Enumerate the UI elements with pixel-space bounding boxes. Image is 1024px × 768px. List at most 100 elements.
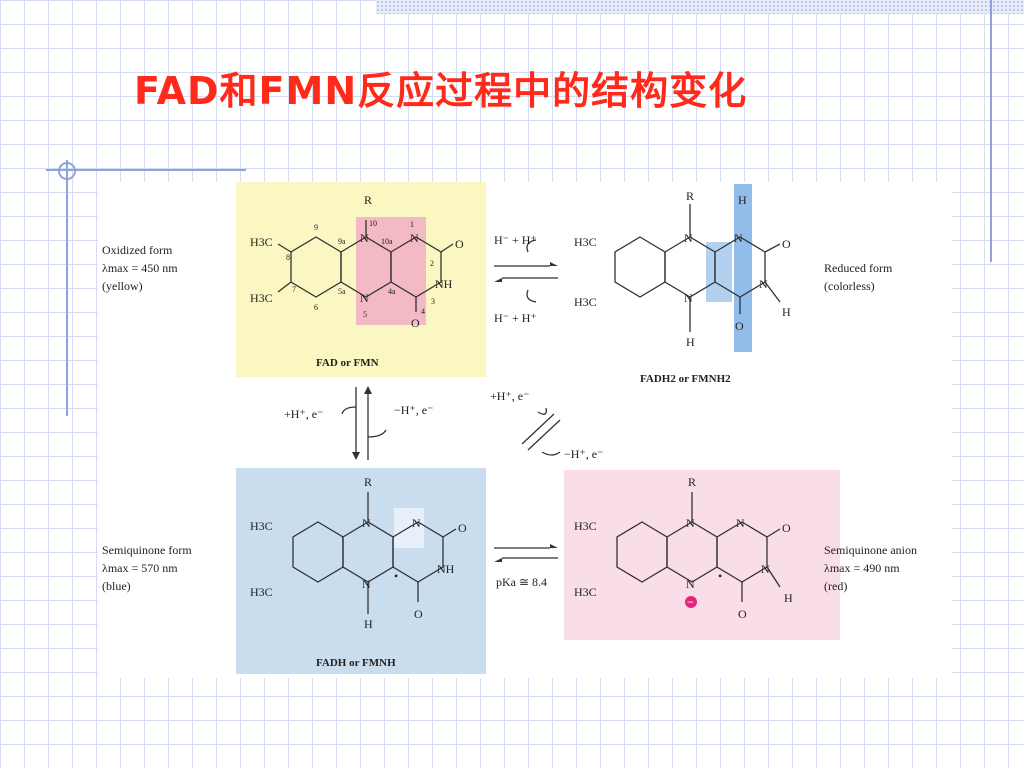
ring-number-5a: 5a: [338, 287, 346, 296]
reduced-ring-highlight: [706, 242, 732, 302]
flavin-redox-figure: R N N O NH O N H3C H3C 10 1 2 3 4 4a 5 5…: [98, 182, 952, 678]
ring-number-1: 1: [410, 220, 414, 229]
semiquinone-o4: O: [414, 607, 423, 621]
oxidized-n5: N: [360, 291, 369, 305]
oxidized-label-lambda: λmax = 450 nm: [102, 261, 178, 275]
semiquinone-label-title: Semiquinone form: [102, 543, 192, 557]
oxidized-label-color: (yellow): [102, 279, 143, 293]
reduced-caption: FADH2 or FMNH2: [640, 373, 731, 385]
diag-upper-label: +H⁺, e⁻: [490, 389, 529, 403]
oxidized-flavin-structure: R N N O NH O N H3C H3C 10 1 2 3 4 4a 5 5…: [250, 193, 464, 330]
right-decorative-rule: [990, 0, 992, 262]
ring-number-5: 5: [363, 310, 367, 319]
reduced-nh-highlight-vertical: [734, 184, 752, 352]
semiquinone-o2: O: [458, 521, 467, 535]
reduced-label-color: (colorless): [824, 279, 875, 293]
reduced-h3: H: [782, 305, 791, 319]
ring-number-8: 8: [286, 253, 290, 262]
reduced-r: R: [686, 189, 694, 203]
anion-label-lambda: λmax = 490 nm: [824, 561, 900, 575]
semiquinone-r: R: [364, 475, 372, 489]
ring-number-4a: 4a: [388, 287, 396, 296]
semiquinone-methyl-7: H3C: [250, 585, 273, 599]
ox-semi-left-label: +H⁺, e⁻: [284, 407, 323, 421]
reduced-h1: H: [738, 193, 747, 207]
ox-red-reverse-label: H⁻ + H⁺: [494, 311, 537, 325]
reduced-n5: N: [684, 291, 693, 305]
semiquinone-radical: •: [394, 569, 398, 583]
flavin-diagram: R N N O NH O N H3C H3C 10 1 2 3 4 4a 5 5…: [102, 182, 917, 674]
oxidized-n1: N: [410, 231, 419, 245]
left-decorative-circle: [58, 162, 76, 180]
oxidized-r: R: [364, 193, 372, 207]
reduced-o4: O: [735, 319, 744, 333]
anion-o2: O: [782, 521, 791, 535]
semiquinone-panel: [236, 468, 486, 674]
reduced-h5: H: [686, 335, 695, 349]
oxidized-semiquinone-arrows: [341, 386, 387, 460]
oxidized-methyl-7: H3C: [250, 291, 273, 305]
anion-label-color: (red): [824, 579, 847, 593]
ring-number-7: 7: [292, 285, 296, 294]
anion-n1: N: [736, 516, 745, 530]
ox-semi-right-label: −H⁺, e⁻: [394, 403, 433, 417]
semiquinone-caption: FADH or FMNH: [316, 657, 396, 669]
ring-number-4: 4: [421, 307, 425, 316]
anion-radical: •: [718, 569, 722, 583]
left-decorative-rule: [66, 160, 68, 416]
reduced-anion-diagonal-arrows: [521, 407, 561, 456]
title-bar-decoration: [376, 0, 1024, 14]
oxidized-label-title: Oxidized form: [102, 243, 173, 257]
reduced-n3: N: [759, 277, 768, 291]
left-decorative-rule-horizontal: [46, 169, 246, 171]
ring-number-9: 9: [314, 223, 318, 232]
anion-n3: N: [761, 562, 770, 576]
ring-number-9a: 9a: [338, 237, 346, 246]
reduced-flavin-structure: R N H N O N H O N H H3C H3C: [574, 189, 791, 349]
anion-methyl-7: H3C: [574, 585, 597, 599]
semiquinone-flavin-structure: R N N O NH O N H • H3C H3C: [250, 475, 467, 631]
reduced-methyl-7: H3C: [574, 295, 597, 309]
ring-number-3: 3: [431, 297, 435, 306]
anion-r: R: [688, 475, 696, 489]
anion-methyl-8: H3C: [574, 519, 597, 533]
ring-number-6: 6: [314, 303, 318, 312]
ox-red-forward-label: H⁻ + H⁺: [494, 233, 537, 247]
semi-anion-pka-label: pKa ≅ 8.4: [496, 575, 547, 589]
ring-number-2: 2: [430, 259, 434, 268]
semiquinone-methyl-8: H3C: [250, 519, 273, 533]
oxidized-o2: O: [455, 237, 464, 251]
reduced-methyl-8: H3C: [574, 235, 597, 249]
semiquinone-label-lambda: λmax = 570 nm: [102, 561, 178, 575]
oxidized-o4: O: [411, 316, 420, 330]
anion-o4: O: [738, 607, 747, 621]
anion-negative-charge-badge: [685, 596, 697, 608]
semiquinone-n3h: NH: [437, 562, 455, 576]
reduced-o2: O: [782, 237, 791, 251]
semiquinone-anion-arrows: [494, 544, 558, 562]
semiquinone-n5: N: [362, 577, 371, 591]
anion-panel: [564, 470, 840, 640]
semiquinone-label-color: (blue): [102, 579, 131, 593]
semiquinone-h5: H: [364, 617, 373, 631]
anion-h3: H: [784, 591, 793, 605]
oxidized-caption: FAD or FMN: [316, 357, 379, 369]
anion-flavin-structure: R N N O N H O N • − H3C H3C: [574, 475, 793, 621]
oxidized-n3h: NH: [435, 277, 453, 291]
semiquinone-n10: N: [362, 516, 371, 530]
anion-negative-charge: −: [687, 595, 694, 609]
oxidized-reduced-equilibrium-arrows: [494, 239, 558, 303]
semiquinone-n1: N: [412, 516, 421, 530]
oxidized-methyl-8: H3C: [250, 235, 273, 249]
slide-title: FAD和FMN反应过程中的结构变化: [134, 69, 748, 113]
oxidized-n10: N: [360, 231, 369, 245]
reduced-label-title: Reduced form: [824, 261, 893, 275]
ring-number-10a: 10a: [381, 237, 393, 246]
reduced-n10: N: [684, 231, 693, 245]
ring-number-10: 10: [369, 219, 377, 228]
reduced-n1: N: [734, 231, 743, 245]
anion-label-title: Semiquinone anion: [824, 543, 917, 557]
anion-n5: N: [686, 577, 695, 591]
diag-lower-label: −H⁺, e⁻: [564, 447, 603, 461]
anion-n10: N: [686, 516, 695, 530]
